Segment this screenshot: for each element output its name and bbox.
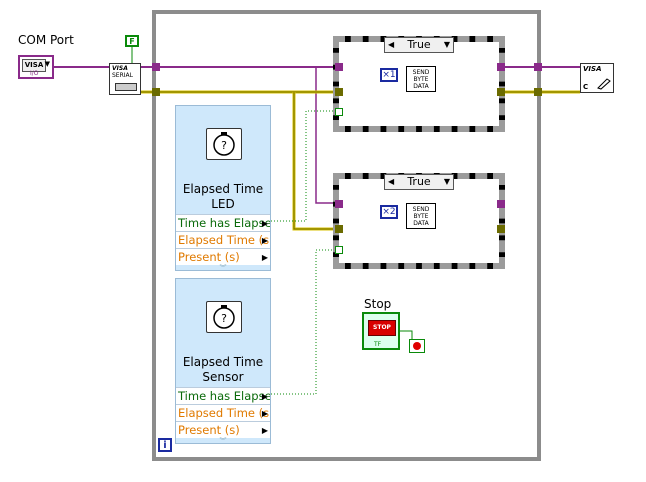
com-port-label: COM Port (18, 33, 74, 47)
output-present[interactable]: Present (s) ▶ (176, 421, 270, 438)
bool-wire (271, 249, 336, 395)
svg-text:?: ? (221, 139, 227, 152)
error-tunnel (497, 225, 505, 233)
error-tunnel (152, 88, 160, 96)
stop-tf: TF (374, 341, 382, 348)
subvi-line: DATA (413, 83, 429, 90)
visa-close[interactable]: VISA C (580, 63, 614, 93)
output-time-has-elapsed[interactable]: Time has Elapse▶ (176, 214, 270, 231)
visa-close-c: C (583, 83, 589, 91)
elapsed-led-title-1: Elapsed Time (182, 182, 264, 196)
visa-serial-line2: SERIAL (112, 72, 133, 79)
output-present[interactable]: Present (s) ▶ (176, 248, 270, 265)
false-constant[interactable]: F (125, 35, 139, 47)
row-label: Time has Elapse (178, 389, 270, 403)
com-port-control[interactable]: VISA ▼ I/O (18, 55, 54, 79)
visa-tunnel (534, 63, 542, 71)
chevron-left-icon: ◀ (388, 40, 395, 49)
subvi-line: BYTE (413, 76, 429, 83)
numeric-constant-2[interactable]: ×2 (380, 205, 398, 219)
triangle-right-icon: ▶ (261, 426, 268, 435)
output-elapsed-time[interactable]: Elapsed Time (s)▶ (176, 404, 270, 421)
serial-port-icon (115, 83, 137, 91)
visa-tunnel (497, 63, 505, 71)
triangle-right-icon: ▶ (261, 236, 268, 245)
subvi-line: SEND (412, 206, 430, 213)
triangle-right-icon: ▶ (261, 219, 268, 228)
numeric-constant-1[interactable]: ×1 (380, 68, 398, 82)
visa-tunnel (497, 200, 505, 208)
triangle-right-icon: ▶ (261, 392, 268, 401)
stopwatch-icon: ? (206, 301, 242, 333)
pencil-icon (597, 78, 611, 90)
elapsed-sensor-title-2: Sensor (202, 370, 244, 384)
elapsed-time-sensor-vi[interactable]: ? Elapsed Time Sensor Time has Elapse▶ E… (175, 278, 271, 445)
error-tunnel (497, 88, 505, 96)
send-byte-data-subvi-2[interactable]: SEND BYTE DATA (406, 203, 436, 229)
expand-chevron-icon[interactable]: ︾ (219, 264, 227, 272)
while-loop[interactable] (152, 10, 541, 461)
error-tunnel (335, 225, 343, 233)
stop-button[interactable]: STOP (368, 320, 396, 336)
svg-text:?: ? (221, 312, 227, 325)
subvi-line: DATA (413, 220, 429, 227)
bool-wire (271, 110, 336, 222)
case-selector-1[interactable]: ◀ True ▼ (384, 37, 454, 53)
com-port-value: VISA (22, 59, 46, 72)
output-time-has-elapsed[interactable]: Time has Elapse▶ (176, 387, 270, 404)
expand-chevron-icon[interactable]: ︾ (219, 437, 227, 445)
com-port-io: I/O (30, 70, 39, 77)
case-selector-2[interactable]: ◀ True ▼ (384, 174, 454, 190)
case-selector-1-value: True (407, 38, 431, 51)
row-label: Present (s) (178, 250, 240, 264)
row-label: Elapsed Time (s) (178, 233, 270, 247)
row-label: Elapsed Time (s) (178, 406, 270, 420)
chevron-left-icon: ◀ (388, 177, 395, 186)
subvi-line: BYTE (413, 213, 429, 220)
stop-button-control[interactable]: STOP TF (362, 312, 400, 350)
chevron-down-icon: ▼ (443, 177, 450, 186)
row-label: Present (s) (178, 423, 240, 437)
iteration-terminal: i (158, 438, 172, 452)
error-tunnel (335, 88, 343, 96)
stopwatch-icon: ? (206, 128, 242, 160)
stop-condition-icon (413, 342, 421, 350)
output-elapsed-time[interactable]: Elapsed Time (s)▶ (176, 231, 270, 248)
triangle-right-icon: ▶ (261, 253, 268, 262)
visa-serial-config[interactable]: VISA SERIAL (109, 63, 141, 95)
elapsed-sensor-title-1: Elapsed Time (182, 355, 264, 369)
loop-condition-terminal[interactable] (409, 339, 425, 353)
visa-tunnel (335, 63, 343, 71)
error-tunnel (534, 88, 542, 96)
subvi-line: SEND (412, 69, 430, 76)
chevron-down-icon: ▼ (443, 40, 450, 49)
case-selector-terminal (335, 108, 343, 116)
case-selector-2-value: True (407, 175, 431, 188)
visa-close-text: VISA (583, 65, 602, 73)
stop-label: Stop (364, 297, 392, 311)
elapsed-time-led-vi[interactable]: ? Elapsed Time LED Time has Elapse▶ Elap… (175, 105, 271, 272)
case-selector-terminal (335, 246, 343, 254)
send-byte-data-subvi-1[interactable]: SEND BYTE DATA (406, 66, 436, 92)
triangle-right-icon: ▶ (261, 409, 268, 418)
elapsed-led-title-2: LED (211, 197, 235, 211)
visa-tunnel (335, 200, 343, 208)
visa-tunnel (152, 63, 160, 71)
chevron-down-icon: ▼ (44, 60, 50, 68)
visa-serial-line1: VISA (112, 65, 128, 72)
row-label: Time has Elapse (178, 216, 270, 230)
